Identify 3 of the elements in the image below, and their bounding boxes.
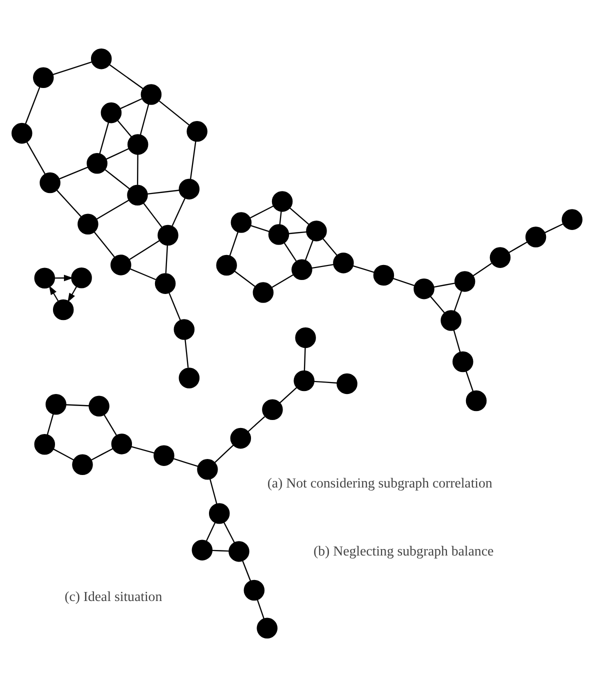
label: (a) Not considering subgraph correlation: [267, 474, 492, 490]
label: (b) Neglecting subgraph balance: [314, 543, 494, 558]
label: (c) Ideal situation: [64, 588, 162, 604]
